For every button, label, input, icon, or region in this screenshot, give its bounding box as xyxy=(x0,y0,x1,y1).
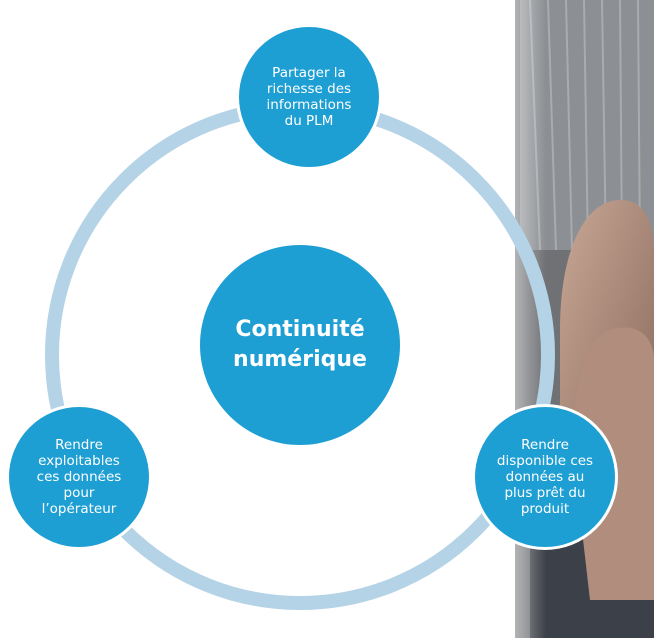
node-share-plm: Partager la richesse des informations du… xyxy=(236,24,382,170)
center-label: Continuité numérique xyxy=(233,317,367,372)
node-exploitable-data: Rendre exploitables ces données pour l’o… xyxy=(6,404,152,550)
node-available-data: Rendre disponible ces données au plus pr… xyxy=(472,404,618,550)
node-top-label: Partager la richesse des informations du… xyxy=(266,65,352,129)
center-circle: Continuité numérique xyxy=(200,245,400,445)
node-right-label: Rendre disponible ces données au plus pr… xyxy=(496,437,594,517)
node-left-label: Rendre exploitables ces données pour l’o… xyxy=(36,437,122,517)
